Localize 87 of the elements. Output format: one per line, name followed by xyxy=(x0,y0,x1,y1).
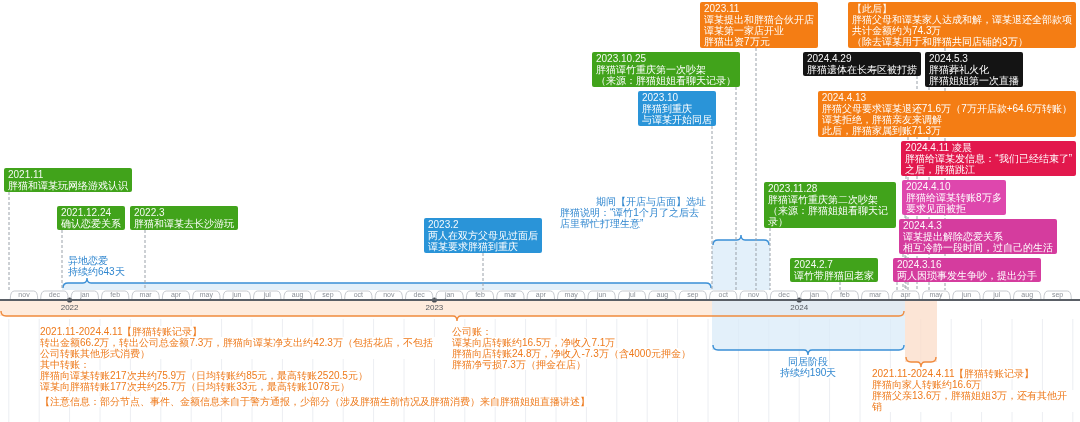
callout-title: 2024.3.16 xyxy=(897,259,943,270)
callout-title: 2022.3 xyxy=(134,207,166,218)
callout-text: （除去谭某用于和胖猫共同店铺的3万） xyxy=(852,36,1029,47)
leader-line xyxy=(482,252,484,291)
callout-title: 2024.4.11 凌晨 xyxy=(905,142,973,153)
leader-line xyxy=(769,227,771,291)
callout-text: 胖猫姐姐第一次直播 xyxy=(929,75,1019,86)
callout-text: 共计金额约为74.3万 xyxy=(852,25,942,36)
callout-box xyxy=(901,141,1076,176)
callout-title: 2023.10 xyxy=(642,92,680,103)
period-label: 同居阶段 xyxy=(788,356,828,367)
callout-title: 2024.4.13 xyxy=(821,92,868,103)
leader-line xyxy=(8,191,10,291)
summary-text: 胖猫向家人转账约16.6万 xyxy=(872,379,982,390)
callout-text: 谭某提出解除恋爱关系 xyxy=(903,231,1004,242)
period-label: 异地恋爱 xyxy=(68,255,108,266)
callout-text: 两人在双方父母见过面后 xyxy=(428,230,538,241)
callout-text: 胖猫给谭某发信息：“我们已经结束了” xyxy=(905,153,1072,164)
callout-text: 胖猫父母要求谭某退还71.6万（7万开店款+64.6万转账） xyxy=(821,103,1072,114)
callout-text: 此后，胖猫家属到账71.3万 xyxy=(821,125,943,136)
callout-title: 2021.12.24 xyxy=(61,207,113,218)
callout-box xyxy=(790,258,878,282)
callout-text: （来源：胖猫姐姐看聊天记录） xyxy=(596,75,736,86)
period-label: 持续约190天 xyxy=(779,367,837,378)
callout-text: 胖猫遗体在长寿区被打捞 xyxy=(807,64,917,75)
year-label: 2023 xyxy=(425,303,444,312)
callout-box xyxy=(4,168,132,192)
callout-title: 【此后】 xyxy=(852,3,893,14)
callout-box xyxy=(592,52,740,87)
callout-text: 之后，胖猫跳江 xyxy=(905,164,976,175)
callout-title: 2024.4.3 xyxy=(903,220,943,231)
callout-text: 两人因琐事发生争吵，提出分手 xyxy=(897,270,1037,281)
callout-box xyxy=(925,52,1023,87)
callout-text: 胖猫和谭某玩网络游戏认识 xyxy=(8,180,128,191)
callout-title: 2023.2 xyxy=(428,219,460,230)
callout-text: 胖猫给谭某转账8万多 xyxy=(906,192,1002,203)
callout-box xyxy=(899,219,1057,254)
leader-line xyxy=(896,281,898,291)
callout-box xyxy=(700,2,818,48)
callout-text: 胖猫谭竹重庆第一次吵架 xyxy=(596,64,707,75)
callout-title: 2024.2.7 xyxy=(794,259,834,270)
callout-title: 2024.4.29 xyxy=(807,53,853,64)
callout-text: 要求见面被拒 xyxy=(906,203,966,214)
callout-text: （来源：胖猫姐姐看聊天记录） xyxy=(768,205,889,227)
callout-title: 2024.5.3 xyxy=(929,53,969,64)
callout-box xyxy=(764,182,896,228)
leader-line xyxy=(144,229,146,291)
callout-box xyxy=(803,52,921,76)
leader-line xyxy=(61,229,63,291)
callout-text: 确认恋爱关系 xyxy=(61,218,121,229)
callout-text: 胖猫谭竹重庆第二次吵架 xyxy=(768,194,879,205)
callout-box xyxy=(638,91,716,126)
year-label: 2024 xyxy=(790,303,809,312)
callout-text: 胖猫出资7万元 xyxy=(704,36,770,47)
callout-text: 谭某拒绝，胖猫亲友来调解 xyxy=(821,114,942,125)
period-label: 持续约643天 xyxy=(68,266,125,277)
callout-box xyxy=(57,206,125,230)
leader-line xyxy=(711,125,713,291)
callout-text: 相互冷静一段时间，过自己的生活 xyxy=(903,242,1053,253)
callout-box xyxy=(893,258,1041,282)
period-label: 期间【开店与店面】选址 xyxy=(596,196,706,207)
callout-title: 2023.11.28 xyxy=(768,183,819,194)
summary-text: 胖猫父亲13.6万，胖猫姐姐3万，还有其他开销 xyxy=(872,390,1076,412)
callout-text: 胖猫葬礼火化 xyxy=(929,64,990,75)
callout-title: 2023.10.25 xyxy=(596,53,648,64)
callout-title: 2023.11 xyxy=(704,3,741,14)
leader-line xyxy=(735,86,737,291)
summary-text: 谭某向店转账约16.5万，净收入7.1万 xyxy=(452,337,616,348)
callout-title: 2024.4.10 xyxy=(906,181,952,192)
leader-line xyxy=(839,281,841,291)
callout-box xyxy=(817,91,1076,137)
timeline-axis xyxy=(0,290,1080,301)
callout-text: 胖猫到重庆 xyxy=(642,103,693,114)
leader-line xyxy=(755,47,757,291)
callout-text: 胖猫父母和谭某家人达成和解，谭某退还全部款项 xyxy=(852,14,1072,25)
callout-text: 与谭某开始同居 xyxy=(642,114,712,125)
callout-text: 谭某提出和胖猫合伙开店 xyxy=(704,14,814,25)
callout-text: 谭竹带胖猫回老家 xyxy=(794,270,874,281)
callout-text: 谭某第一家店开业 xyxy=(704,25,784,36)
year-label: 2022 xyxy=(60,303,79,312)
callout-box xyxy=(424,218,542,253)
callout-title: 2021.11 xyxy=(8,169,45,180)
callout-box xyxy=(848,2,1076,48)
callout-text: 谭某要求胖猫到重庆 xyxy=(428,241,518,252)
callout-text: 胖猫和谭某去长沙游玩 xyxy=(134,218,234,229)
callout-box xyxy=(902,180,1006,215)
callout-box xyxy=(130,206,238,230)
